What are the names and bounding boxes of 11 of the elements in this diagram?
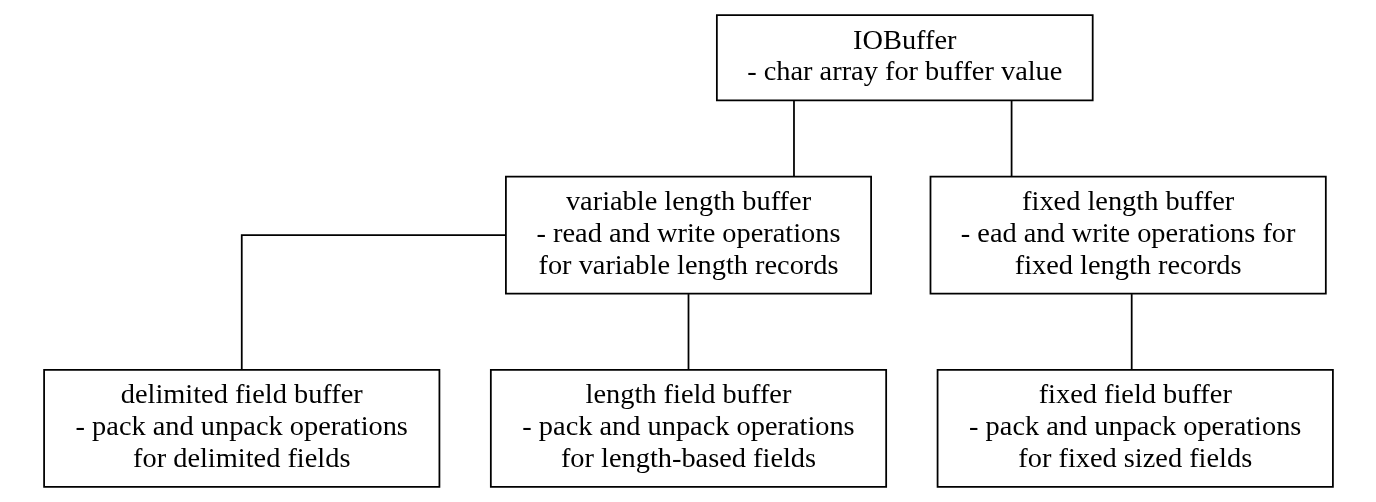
- connector: [687, 293, 689, 371]
- connector: [1010, 99, 1012, 178]
- connector: [240, 234, 506, 371]
- node-box: delimited field buffer - pack and unpack operations for delimited fields: [42, 368, 440, 488]
- node-box: IOBuffer - char array for buffer value: [715, 14, 1094, 102]
- node-box: fixed field buffer - pack and unpack operations for fixed sized fields: [936, 368, 1334, 488]
- connector: [792, 99, 795, 178]
- node-box: fixed length buffer - ead and write operations for fixed length records: [929, 175, 1327, 295]
- node-box: length field buffer - pack and unpack operations for length-based fields: [489, 368, 887, 488]
- connector: [1130, 293, 1133, 371]
- node-box: variable length buffer - read and write operations for variable length records: [504, 175, 872, 295]
